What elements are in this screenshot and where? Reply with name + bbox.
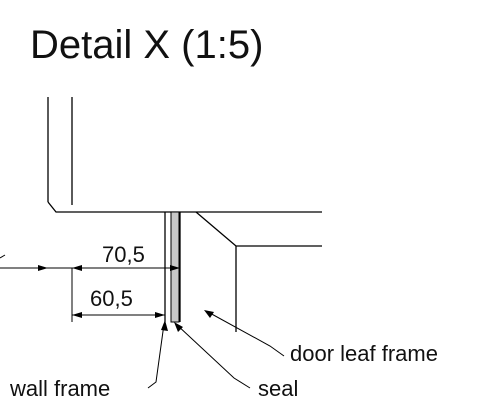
- wall-frame-label: wall frame: [9, 376, 110, 401]
- dimension-60-5: 60,5: [71, 268, 165, 322]
- leader-wall-frame: wall frame: [9, 320, 168, 401]
- wall-profile: [47, 97, 322, 213]
- detail-title: Detail X (1:5): [30, 23, 263, 67]
- dimension-inner-label: 60,5: [90, 286, 133, 311]
- door-leaf-frame-label: door leaf frame: [290, 341, 438, 366]
- door-leaf-frame-profile: [179, 211, 322, 332]
- leader-seal: seal: [174, 322, 298, 401]
- dimension-outer-label: 70,5: [102, 242, 145, 267]
- seal-label: seal: [258, 376, 298, 401]
- dimension-70-5: 70,5: [0, 242, 180, 271]
- leader-door-leaf-frame: door leaf frame: [204, 310, 438, 366]
